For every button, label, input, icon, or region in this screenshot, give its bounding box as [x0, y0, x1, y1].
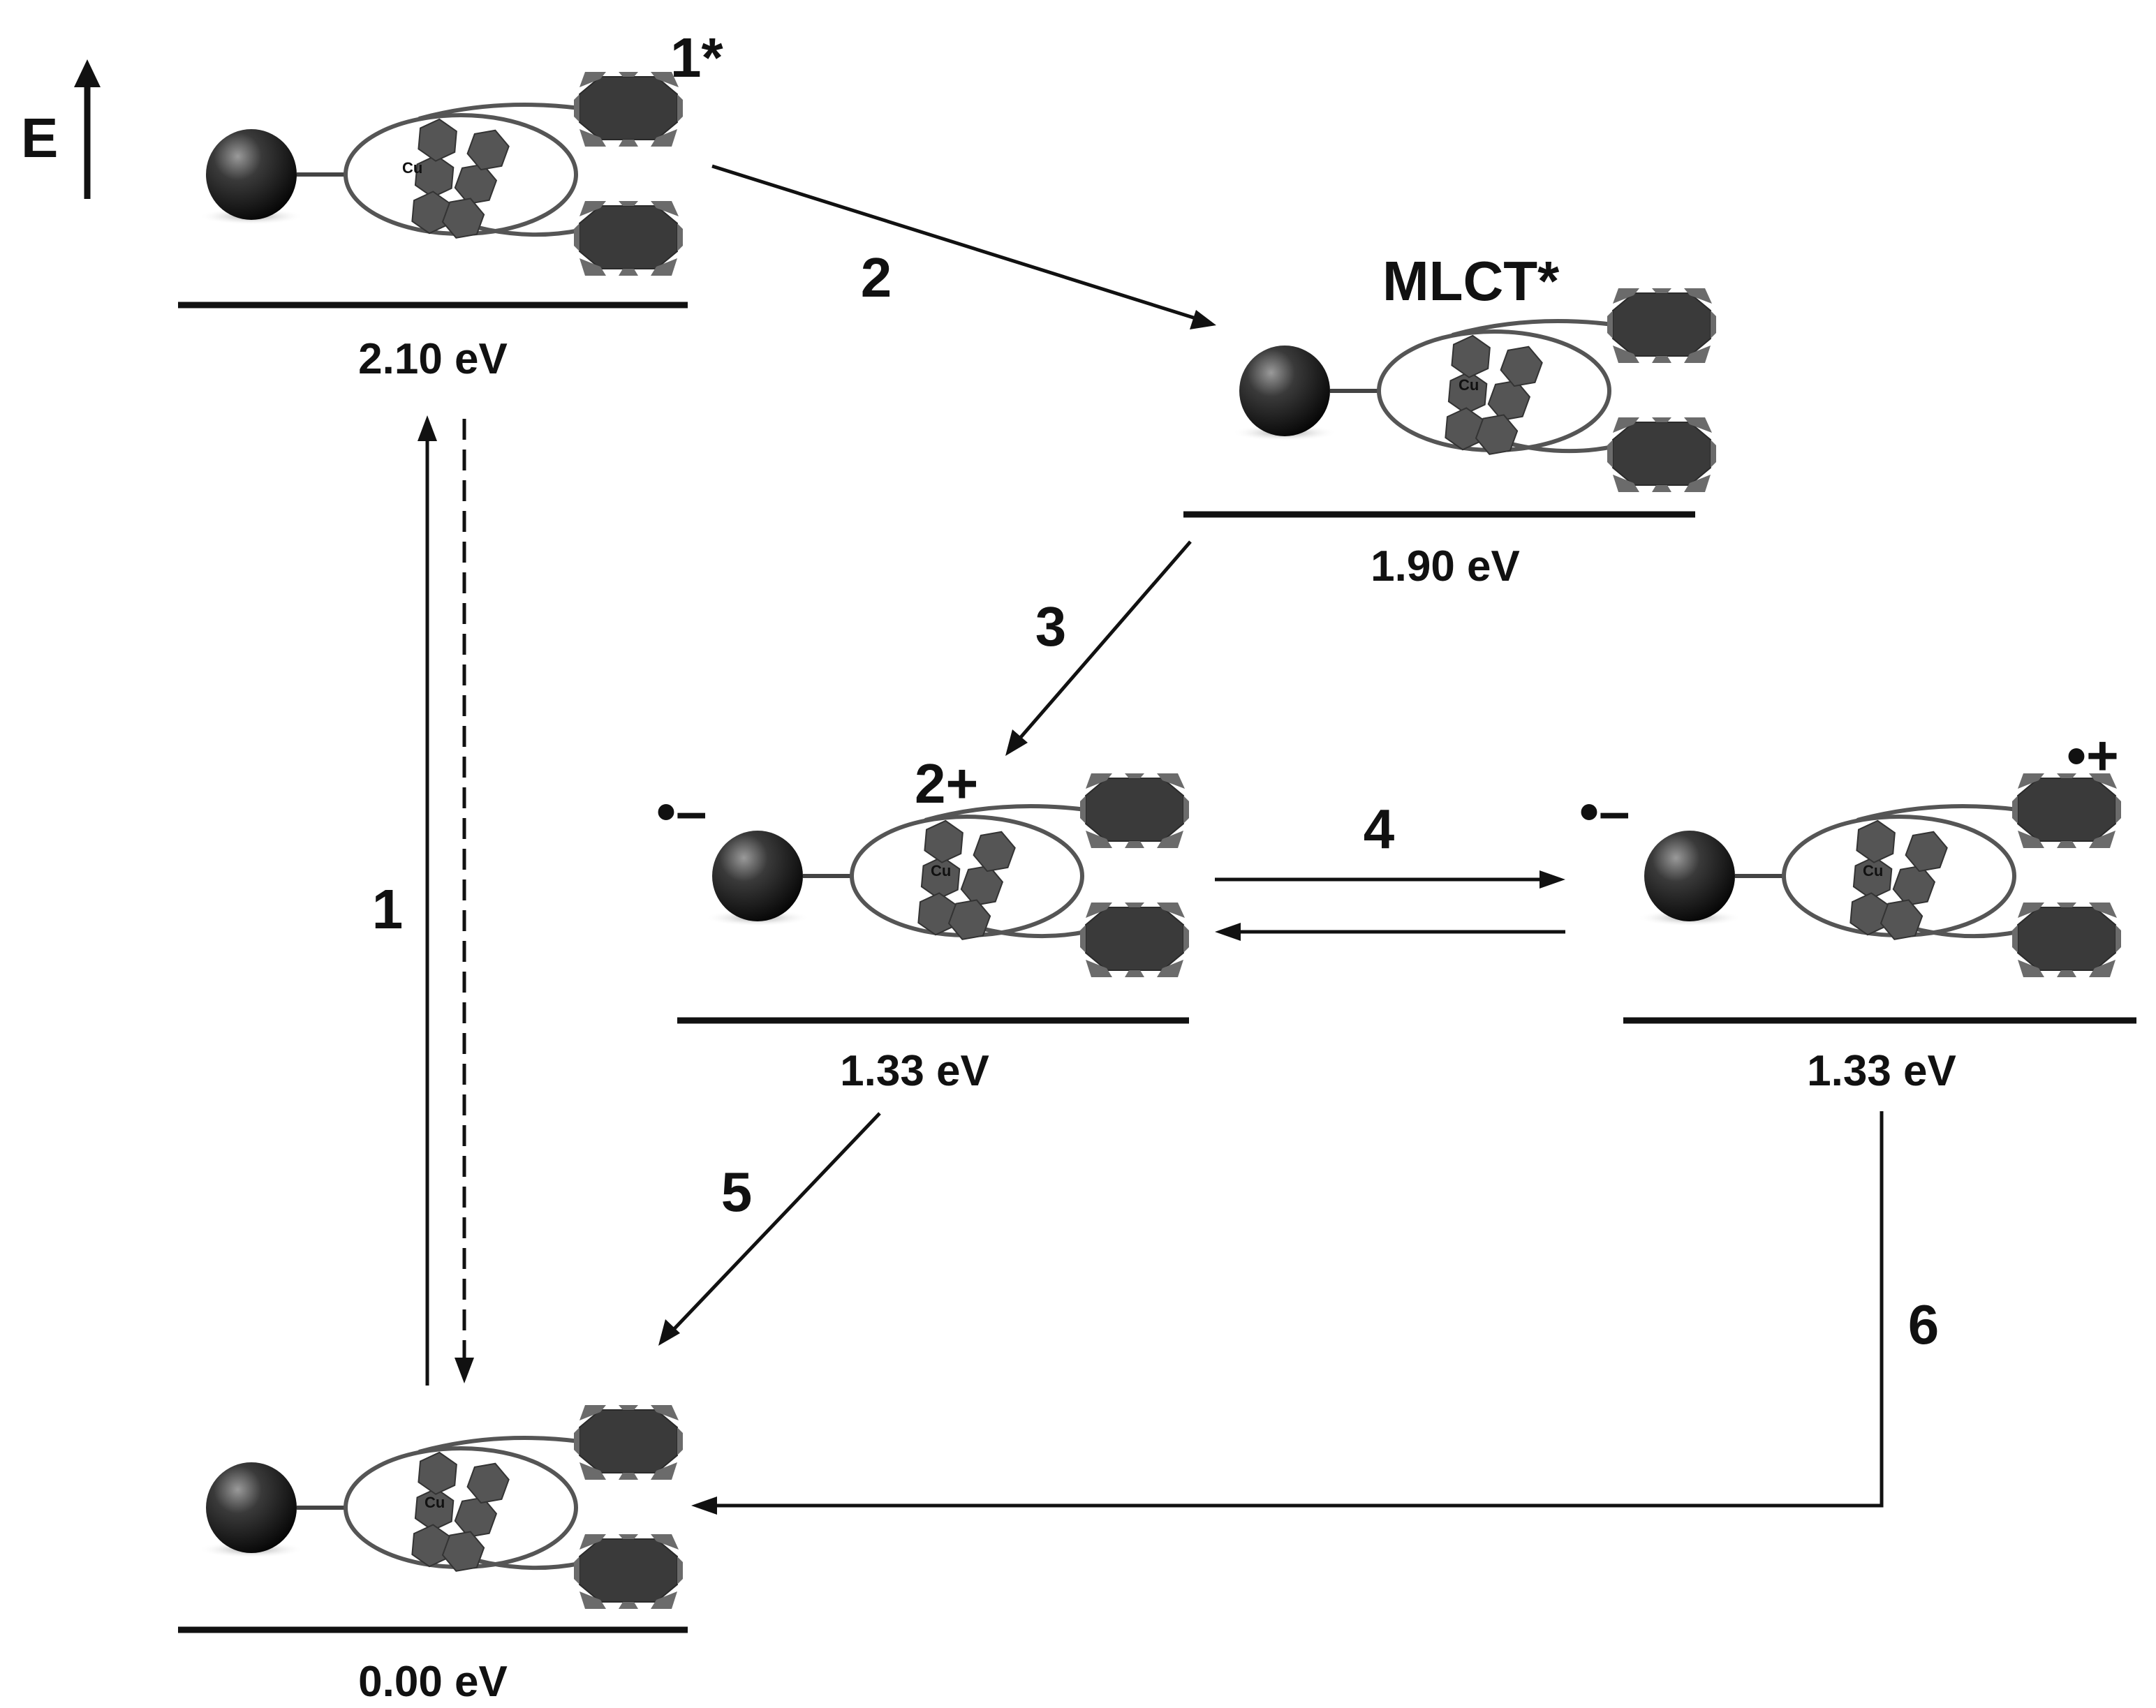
energy-value: 2.10 eV	[358, 335, 508, 383]
energy-value: 0.00 eV	[358, 1658, 508, 1706]
step-label-6: 6	[1908, 1293, 1940, 1356]
metal-label: Cu	[931, 862, 951, 879]
metal-label: Cu	[424, 1494, 445, 1511]
state-mlct: Cu MLCT* 1.90 eV	[1183, 250, 1716, 591]
state-charge-separated-2: Cu •– •+ 1.33 eV	[1579, 725, 2136, 1095]
step-5-arrow: 5	[658, 1112, 881, 1346]
state-ground: Cu 0.00 eV	[178, 1405, 688, 1706]
energy-axis-label: E	[21, 107, 58, 169]
state-tag: 2+	[915, 752, 978, 815]
state-tag: MLCT*	[1382, 250, 1560, 312]
charge-label-2: •+	[2067, 725, 2119, 787]
step-4-arrows: 4	[1215, 798, 1565, 941]
step-label-1: 1	[372, 878, 404, 940]
energy-value: 1.90 eV	[1371, 542, 1520, 591]
energy-value: 1.33 eV	[840, 1047, 989, 1095]
step-3-arrow: 3	[1005, 540, 1192, 756]
step-1-arrows: 1	[372, 415, 474, 1386]
metal-label: Cu	[1459, 376, 1479, 394]
step-2-arrow: 2	[711, 164, 1216, 329]
energy-axis: E	[21, 59, 101, 199]
charge-label: •–	[1579, 780, 1630, 842]
step-6-arrow: 6	[691, 1111, 1939, 1515]
metal-label: Cu	[1863, 862, 1883, 879]
step-label-4: 4	[1364, 798, 1395, 860]
energy-value: 1.33 eV	[1807, 1047, 1956, 1095]
metal-label: Cu	[402, 159, 422, 177]
step-label-3: 3	[1035, 595, 1067, 658]
step-label-5: 5	[721, 1161, 753, 1223]
step-label-2: 2	[861, 246, 892, 309]
state-charge-separated-1: Cu 2+ •– 1.33 eV	[656, 752, 1189, 1095]
state-excited: Cu 1* 2.10 eV	[178, 27, 723, 383]
state-tag: 1*	[670, 27, 723, 89]
charge-label: •–	[656, 780, 707, 842]
